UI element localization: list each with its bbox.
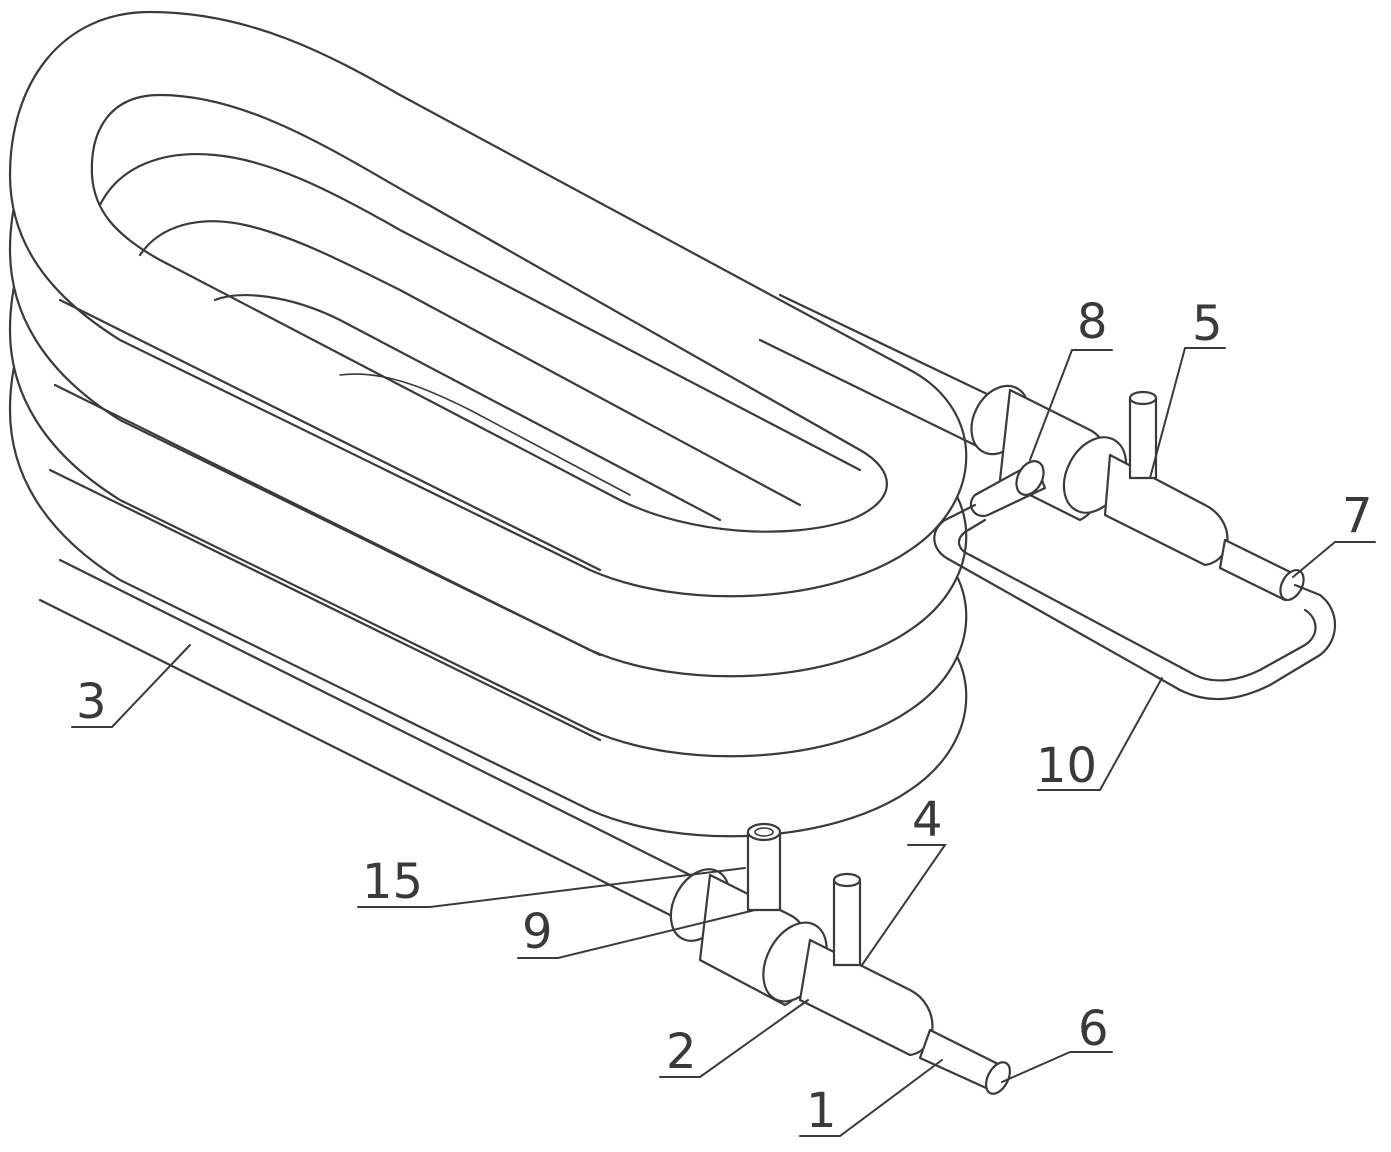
- callout-5: 5: [1192, 296, 1223, 352]
- leader-4: [861, 844, 947, 966]
- leader-10: [1037, 677, 1163, 791]
- lower-fitting-assembly: [669, 822, 1012, 1095]
- leader-2: [659, 999, 809, 1078]
- coiled-tube: [8, 10, 968, 927]
- inner-loop-line-4: [339, 373, 631, 496]
- side-stub-collar: [1015, 460, 1045, 496]
- callout-15: 15: [362, 854, 423, 910]
- callout-7: 7: [1342, 488, 1373, 544]
- bypass-pipe: [933, 503, 1336, 701]
- front-run-line-a: [58, 298, 602, 572]
- front-run-line-b: [53, 383, 602, 657]
- leader-8: [517, 909, 756, 959]
- inner-loop-line-2: [138, 220, 802, 507]
- callout-1: 1: [806, 1083, 837, 1139]
- port-15-bore: [754, 827, 774, 837]
- leader-5: [1149, 347, 1226, 479]
- front-run-line-c: [48, 468, 602, 742]
- leader-15: [357, 867, 746, 908]
- upper-tube-edge-b: [758, 338, 987, 452]
- port-4-top: [832, 872, 862, 888]
- upper-port-top: [1128, 390, 1158, 406]
- callout-9: 8: [1077, 294, 1108, 350]
- callout-6: 6: [1078, 1001, 1109, 1057]
- leader-lines: [71, 347, 1376, 1137]
- upper-tube-edge-a: [778, 293, 1012, 407]
- leader-3: [71, 644, 191, 728]
- leader-9: [1029, 349, 1113, 461]
- inner-loop-line-3: [213, 294, 722, 522]
- lower-tube-edge-b: [38, 598, 692, 927]
- upper-reducer: [1103, 453, 1229, 567]
- leader-7: [1292, 541, 1376, 578]
- callout-labels: 8 5 7 10 3 15 9 4 2 1 6: [76, 294, 1373, 1139]
- callout-4: 4: [912, 792, 943, 848]
- bypass-pipe-inner: [957, 518, 1317, 682]
- port-15: [746, 830, 782, 912]
- port-15-top: [746, 822, 782, 842]
- callout-3: 3: [76, 674, 107, 730]
- port-4: [832, 878, 862, 967]
- outlet-mouth: [984, 1061, 1012, 1095]
- upper-fitting-assembly: [758, 293, 1336, 701]
- leader-1: [799, 1059, 943, 1137]
- inner-loop-line-1: [98, 153, 862, 472]
- callout-10: 10: [1036, 738, 1097, 794]
- callout-8: 9: [522, 904, 553, 960]
- callout-2: 2: [666, 1024, 697, 1080]
- coil-inner-opening: [90, 93, 888, 533]
- lower-tube-edge-a: [58, 558, 702, 882]
- upper-vertical-port: [1128, 396, 1158, 480]
- leader-6: [1001, 1051, 1113, 1083]
